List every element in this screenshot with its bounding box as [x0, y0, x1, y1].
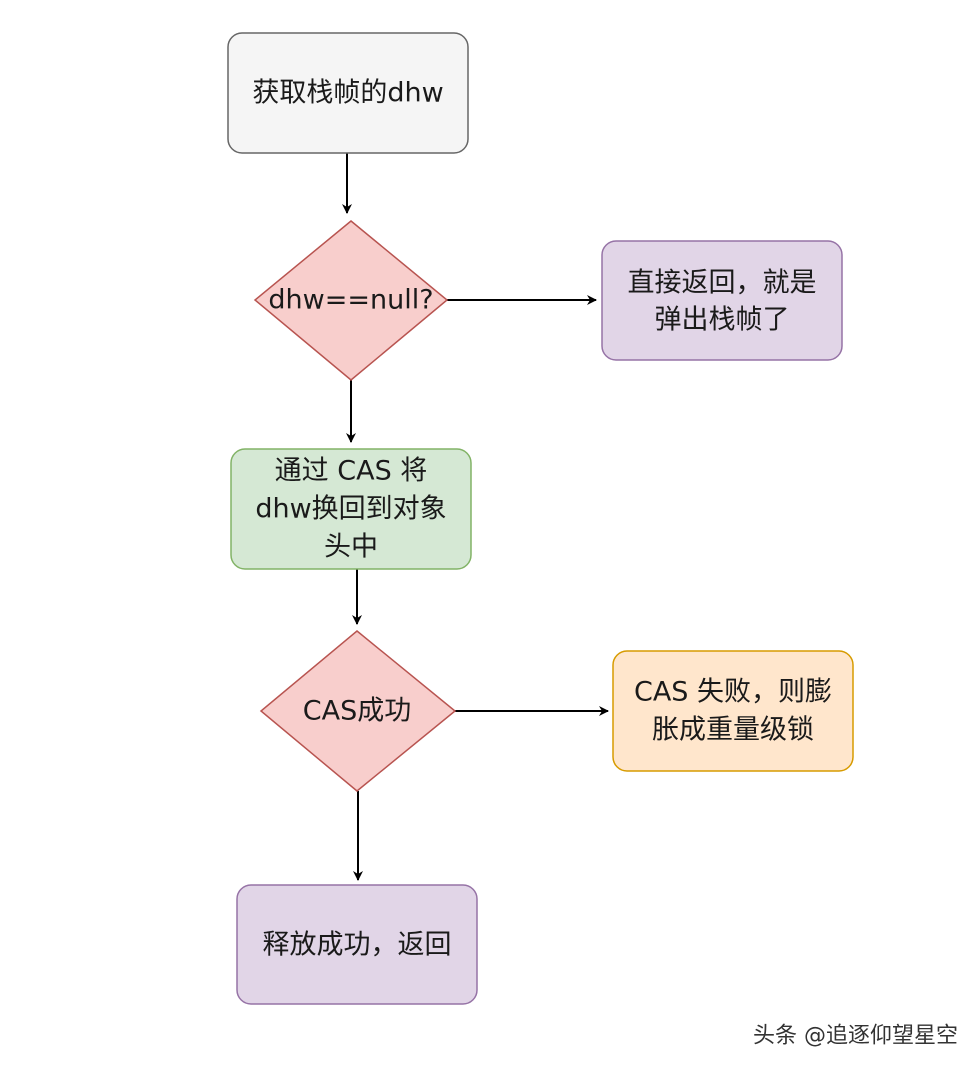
node-cas-swap: 通过 CAS 将 dhw换回到对象 头中	[230, 448, 472, 570]
node-release-ok-label: 释放成功，返回	[263, 930, 452, 961]
node-return-pop-label-line-2: 弹出栈帧了	[655, 305, 790, 336]
node-cas-fail: CAS 失败，则膨 胀成重量级锁	[612, 650, 854, 772]
edges	[342, 153, 609, 881]
node-cas-success-shape	[259, 630, 457, 792]
node-check-null-shape	[253, 220, 449, 381]
node-cas-swap-label-line-1: 通过 CAS 将	[275, 456, 428, 487]
node-cas-success: CAS成功	[259, 630, 457, 792]
watermark-text: 头条 @追逐仰望星空	[753, 1024, 958, 1049]
node-get-dhw-shape	[227, 32, 469, 154]
node-cas-swap-label-line-2: dhw换回到对象	[255, 494, 446, 525]
node-cas-swap-shape	[230, 448, 472, 570]
node-check-null: dhw==null?	[253, 220, 449, 381]
node-cas-fail-shape	[612, 650, 854, 772]
node-check-null-label: dhw==null?	[268, 285, 433, 316]
node-cas-fail-label-line-2: 胀成重量级锁	[652, 715, 814, 746]
node-release-ok-shape	[236, 884, 478, 1005]
node-cas-swap-label-line-3: 头中	[324, 532, 378, 563]
node-get-dhw: 获取栈帧的dhw	[227, 32, 469, 154]
node-return-pop-label-line-1: 直接返回，就是	[628, 268, 817, 299]
node-return-pop-shape	[601, 240, 843, 361]
node-release-ok: 释放成功，返回	[236, 884, 478, 1005]
node-get-dhw-label: 获取栈帧的dhw	[252, 78, 443, 109]
node-cas-fail-label-line-1: CAS 失败，则膨	[634, 677, 832, 708]
node-return-pop: 直接返回，就是 弹出栈帧了	[601, 240, 843, 361]
node-cas-success-label: CAS成功	[303, 696, 411, 727]
